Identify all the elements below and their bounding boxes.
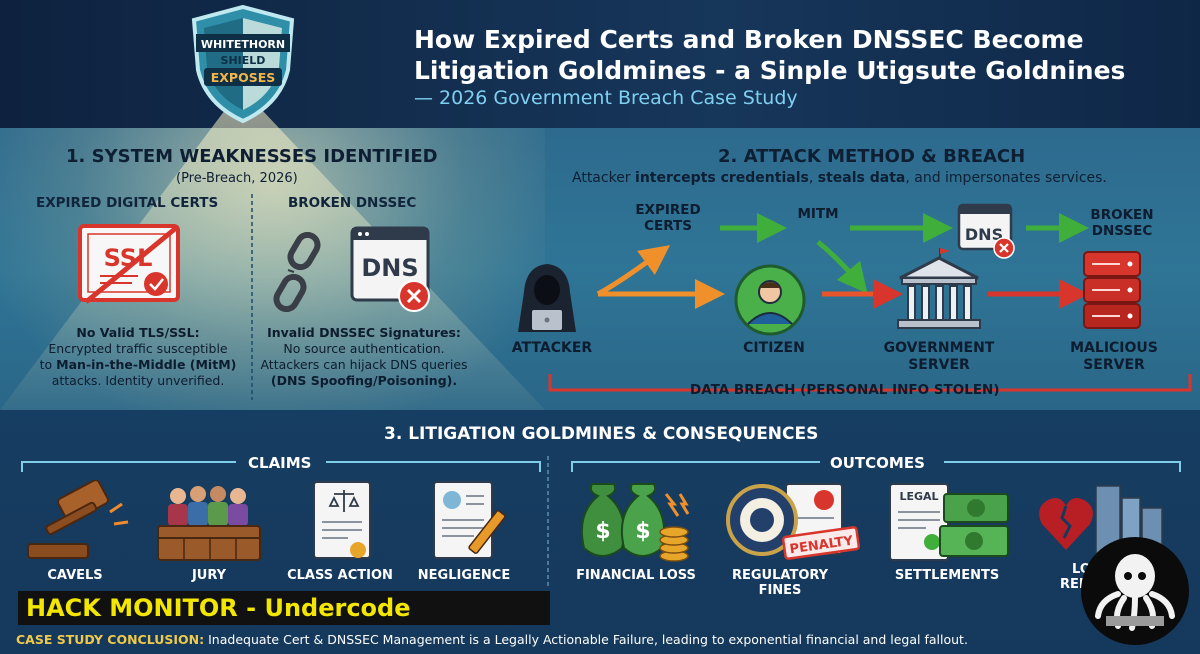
expired-desc-line3: attacks. Identity unverified. [51, 373, 225, 388]
edge-broken-dnssec-label: BROKEN DNSSEC [1082, 207, 1162, 239]
s2-sub-b2: steals data [817, 170, 906, 186]
dns-text: DNS [361, 254, 418, 282]
edge-expired-line2: CERTS [644, 218, 692, 234]
dnssec-desc-line1: No source authentication. [283, 341, 445, 356]
page-title: How Expired Certs and Broken DNSSEC Beco… [414, 24, 1174, 86]
whitethorn-shield-badge: WHITETHORN SHIELD EXPOSES [191, 4, 295, 124]
dnssec-desc-line3: (DNS Spoofing/Poisoning). [270, 373, 458, 388]
hack-monitor-brand-bar: HACK MONITOR - Undercode [18, 591, 550, 625]
outcome-label-financial-loss: FINANCIAL LOSS [576, 568, 696, 583]
node-gov-line2: SERVER [908, 357, 970, 373]
section2-subtitle: Attacker intercepts credentials, steals … [572, 170, 1107, 186]
node-mal-line1: MALICIOUS [1070, 340, 1158, 356]
badge-line3: EXPOSES [211, 70, 276, 85]
flow-dns-text: DNS [965, 225, 1003, 244]
octopus-logo-icon [1081, 537, 1189, 645]
negligence-document-icon [433, 481, 506, 559]
title-line-2: Litigation Goldmines - a Sinple Utigsute… [414, 56, 1126, 85]
svg-text:$: $ [595, 519, 610, 544]
broken-chain-icon [273, 232, 321, 312]
s2-sub-pre: Attacker [572, 170, 636, 186]
node-citizen-label: CITIZEN [743, 340, 805, 356]
node-mal-line2: SERVER [1083, 357, 1145, 373]
gavel-icon [27, 480, 129, 559]
outcomes-group-title: OUTCOMES [830, 454, 925, 472]
page-subtitle: — 2026 Government Breach Case Study [414, 87, 798, 109]
dnssec-desc-line2: Attackers can hijack DNS queries [260, 357, 468, 372]
edge-expired-certs-label: EXPIRED CERTS [628, 202, 708, 234]
outcome-label-settlements: SETTLEMENTS [894, 568, 1000, 583]
dns-window-icon: DNS [350, 226, 430, 312]
case-study-conclusion: CASE STUDY CONCLUSION: Inadequate Cert &… [16, 630, 1200, 654]
edge-broken-line2: DNSSEC [1091, 223, 1153, 239]
claim-label-jury: JURY [191, 568, 227, 583]
legal-doc-text: LEGAL [899, 490, 938, 503]
node-malicious-label: MALICIOUS SERVER [1054, 340, 1174, 374]
node-attacker-label: ATTACKER [511, 340, 593, 356]
title-line-1: How Expired Certs and Broken DNSSEC Beco… [414, 25, 1084, 54]
claim-label-cavels: CAVELS [47, 568, 103, 583]
citizen-avatar-icon [734, 264, 806, 336]
settlements-legal-cash-icon: LEGAL [889, 483, 1009, 561]
regulatory-line2: FINES [758, 583, 802, 598]
regulatory-line1: REGULATORY [732, 568, 829, 583]
hooded-attacker-icon [518, 264, 576, 332]
edge-broken-line1: BROKEN [1090, 207, 1154, 223]
s2-sub-mid: , [808, 170, 818, 186]
claim-label-class-action: CLASS ACTION [287, 568, 393, 583]
ssl-certificate-icon: SSL [78, 224, 180, 304]
broken-dnssec-heading: BROKEN DNSSEC [288, 195, 417, 211]
node-gov-line1: GOVERNMENT [883, 340, 995, 356]
section1-divider [251, 194, 253, 400]
section1-subtitle: (Pre-Breach, 2026) [176, 171, 298, 186]
section3-group-brackets [21, 461, 1181, 472]
expired-desc-line2-bold: Man-in-the-Middle (MitM) [56, 357, 237, 372]
section1-title: 1. SYSTEM WEAKNESSES IDENTIFIED [66, 146, 438, 167]
regulatory-seal-penalty-icon: PENALTY [726, 483, 861, 560]
dnssec-desc-bold: Invalid DNSSEC Signatures: [267, 325, 461, 340]
government-building-icon [897, 248, 981, 329]
badge-line2: SHIELD [221, 54, 266, 67]
money-bags-icon: $ $ [580, 483, 690, 562]
section3-divider [547, 456, 549, 586]
svg-text:$: $ [635, 519, 650, 544]
broken-dnssec-description: Invalid DNSSEC Signatures: No source aut… [254, 325, 474, 389]
badge-line1: WHITETHORN [201, 38, 285, 51]
s2-sub-post: , and impersonates services. [905, 170, 1107, 186]
claims-group-title: CLAIMS [248, 454, 312, 472]
class-action-document-icon [313, 481, 371, 559]
section2-title: 2. ATTACK METHOD & BREACH [718, 146, 1026, 167]
claim-label-negligence: NEGLIGENCE [417, 568, 511, 583]
malicious-server-icon [1083, 251, 1141, 329]
expired-certs-heading: EXPIRED DIGITAL CERTS [36, 195, 219, 211]
jury-box-icon [157, 486, 261, 561]
section3-title: 3. LITIGATION GOLDMINES & CONSEQUENCES [384, 424, 819, 444]
expired-desc-bold: No Valid TLS/SSL: [76, 325, 200, 340]
expired-desc-line1: Encrypted traffic susceptible [48, 341, 228, 356]
expired-certs-description: No Valid TLS/SSL: Encrypted traffic susc… [28, 325, 248, 389]
edge-mitm-label: MITM [797, 206, 839, 222]
s2-sub-b1: intercepts credentials [635, 170, 809, 186]
expired-desc-line2-pre: to [39, 357, 57, 372]
attack-flow-arrows [548, 213, 1192, 392]
node-government-label: GOVERNMENT SERVER [874, 340, 1004, 374]
outcome-label-regulatory-fines: REGULATORY FINES [732, 568, 828, 598]
edge-expired-line1: EXPIRED [635, 202, 701, 218]
dns-broken-window-icon: DNS [957, 203, 1015, 259]
conclusion-text: Inadequate Cert & DNSSEC Management is a… [204, 632, 968, 647]
data-breach-label: DATA BREACH (PERSONAL INFO STOLEN) [690, 382, 1000, 398]
conclusion-label: CASE STUDY CONCLUSION: [16, 632, 205, 647]
